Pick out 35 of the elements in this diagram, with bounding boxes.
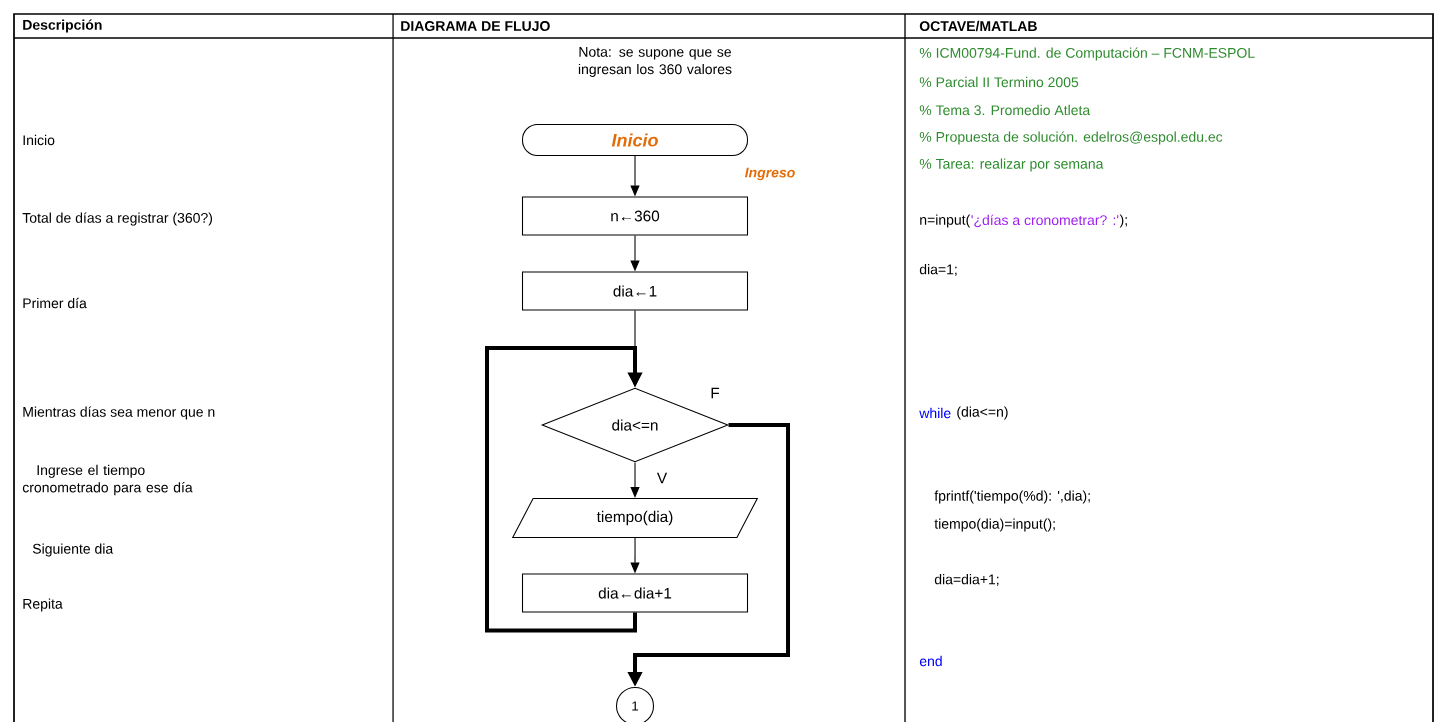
description-text: Mientras días sea menor que n [23,406,215,420]
description-text: Primer día [23,297,87,309]
code-text: (dia<=n) [957,406,1008,420]
code-text: n=input( [920,214,971,228]
arrow [485,346,643,633]
code-keyword: end [919,655,942,667]
code-comment: % Propuesta de solución. edelros@espol.edu.ec [919,131,1223,145]
header-text: Descripción [23,19,102,33]
header-text: OCTAVE/MATLAB [919,20,1037,32]
edge-label: V [656,472,668,484]
code-text: dia=dia+1; [934,574,999,586]
flow-annotation: Ingreso [745,167,795,181]
code-string: '¿días a cronometrar? :' [971,214,1119,228]
code-comment: % Parcial II Termino 2005 [919,76,1079,88]
process-box: dia←dia+1 [521,573,749,613]
code-keyword: while [919,407,951,419]
description-text: Inicio [23,134,55,146]
process-box: n←360 [521,196,749,236]
description-text: Ingrese el tiempo cronometrado para ese día [22,464,193,496]
terminal-box: Inicio [521,123,749,157]
code-text: dia=1; [919,264,957,276]
description-text: Total de días a registrar (360?) [22,212,212,226]
header-text: DIAGRAMA DE FLUJO [401,21,550,31]
code-text: fprintf('tiempo(%d): ',dia); [934,490,1090,504]
process-box: dia←1 [521,271,749,311]
code-text: ); [1119,214,1127,228]
description-text: Siguiente dia [32,543,114,557]
code-comment: % Tarea: realizar por semana [919,158,1104,172]
description-text: Repita [23,598,63,612]
code-text: tiempo(dia)=input(); [934,518,1055,532]
code-comment: % Tema 3. Promedio Atleta [919,104,1091,116]
code-comment: % ICM00794-Fund. de Computación – FCNM-ESPOL [919,47,1255,61]
edge-label: F [711,387,720,399]
arrow [630,462,640,498]
note-text: Nota: se supone que se ingresan los 360 valores [578,47,732,77]
